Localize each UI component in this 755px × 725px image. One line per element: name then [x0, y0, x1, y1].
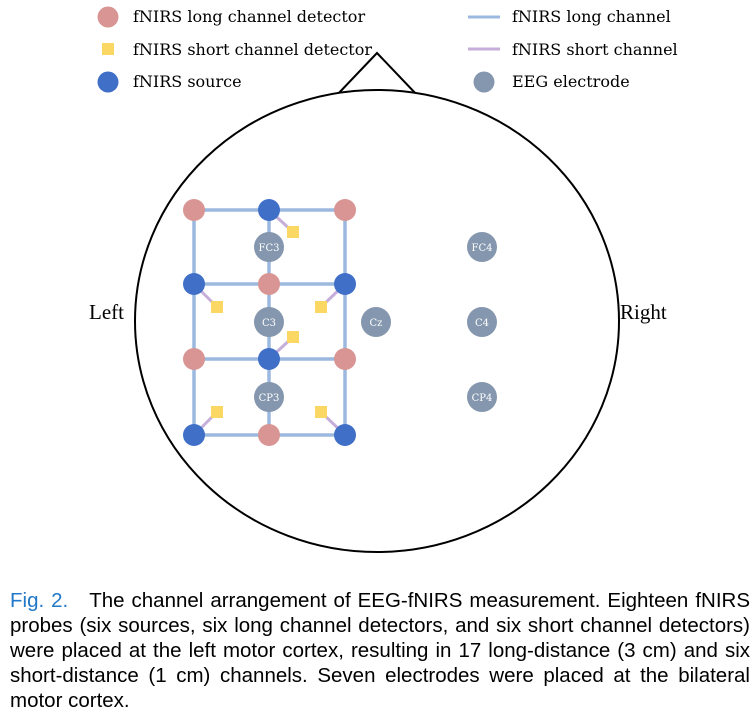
nose-outline — [335, 51, 419, 97]
right-label: Right — [620, 300, 667, 324]
eeg-electrode-cp3: CP3 — [254, 382, 284, 412]
eeg-electrode-cz: Cz — [361, 307, 391, 337]
eeg-electrode-cp4: CP4 — [467, 382, 497, 412]
figure-number: Fig. 2. — [10, 589, 69, 612]
long-detector — [258, 424, 280, 446]
eeg-electrode-fc4: FC4 — [467, 232, 497, 262]
legend: fNIRS long channel detector fNIRS short … — [97, 6, 678, 93]
eeg-electrode-fc3: FC3 — [254, 232, 284, 262]
long-detectors — [183, 199, 356, 446]
eeg-label-c3: C3 — [262, 318, 276, 329]
legend-eeg-electrode-marker — [473, 71, 495, 93]
short-detector — [211, 301, 223, 313]
eeg-electrode-c4: C4 — [467, 307, 497, 337]
fnirs-sources — [183, 199, 356, 446]
eeg-electrode-c3: C3 — [254, 307, 284, 337]
eeg-label-fc3: FC3 — [259, 243, 280, 254]
eeg-label-cz: Cz — [370, 318, 383, 329]
short-detector — [315, 301, 327, 313]
long-detector — [258, 273, 280, 295]
fnirs-source — [258, 348, 280, 370]
long-detector — [183, 199, 205, 221]
long-detector — [334, 199, 356, 221]
short-detector — [315, 406, 327, 418]
eeg-label-c4: C4 — [475, 318, 489, 329]
caption-text: The channel arrangement of EEG-fNIRS mea… — [10, 589, 750, 712]
left-label: Left — [89, 300, 124, 324]
legend-long-detector-marker — [97, 6, 119, 28]
legend-source-marker — [97, 71, 119, 93]
short-detector — [287, 226, 299, 238]
fnirs-source — [183, 273, 205, 295]
channel-arrangement-diagram: fNIRS long channel detector fNIRS short … — [89, 6, 678, 553]
legend-long-detector-label: fNIRS long channel detector — [133, 7, 365, 26]
fnirs-source — [258, 199, 280, 221]
fnirs-source — [334, 273, 356, 295]
legend-source-label: fNIRS source — [133, 72, 242, 91]
legend-eeg-electrode-label: EEG electrode — [512, 72, 630, 91]
legend-short-detector-marker — [102, 43, 114, 55]
short-detectors — [211, 226, 327, 418]
fnirs-source — [334, 424, 356, 446]
short-detector — [287, 331, 299, 343]
eeg-label-cp4: CP4 — [472, 393, 493, 404]
eeg-label-cp3: CP3 — [259, 393, 280, 404]
legend-short-channel-label: fNIRS short channel — [512, 40, 678, 59]
figure-caption: Fig. 2. The channel arrangement of EEG-f… — [10, 588, 750, 713]
long-detector — [183, 348, 205, 370]
short-detector — [211, 406, 223, 418]
fnirs-source — [183, 424, 205, 446]
legend-long-channel-label: fNIRS long channel — [512, 7, 671, 26]
legend-short-detector-label: fNIRS short channel detector — [133, 40, 372, 59]
head-outline — [134, 51, 620, 553]
long-detector — [334, 348, 356, 370]
eeg-electrodes: FC3 C3 CP3 Cz FC4 C4 CP4 — [254, 232, 497, 412]
eeg-label-fc4: FC4 — [472, 243, 493, 254]
